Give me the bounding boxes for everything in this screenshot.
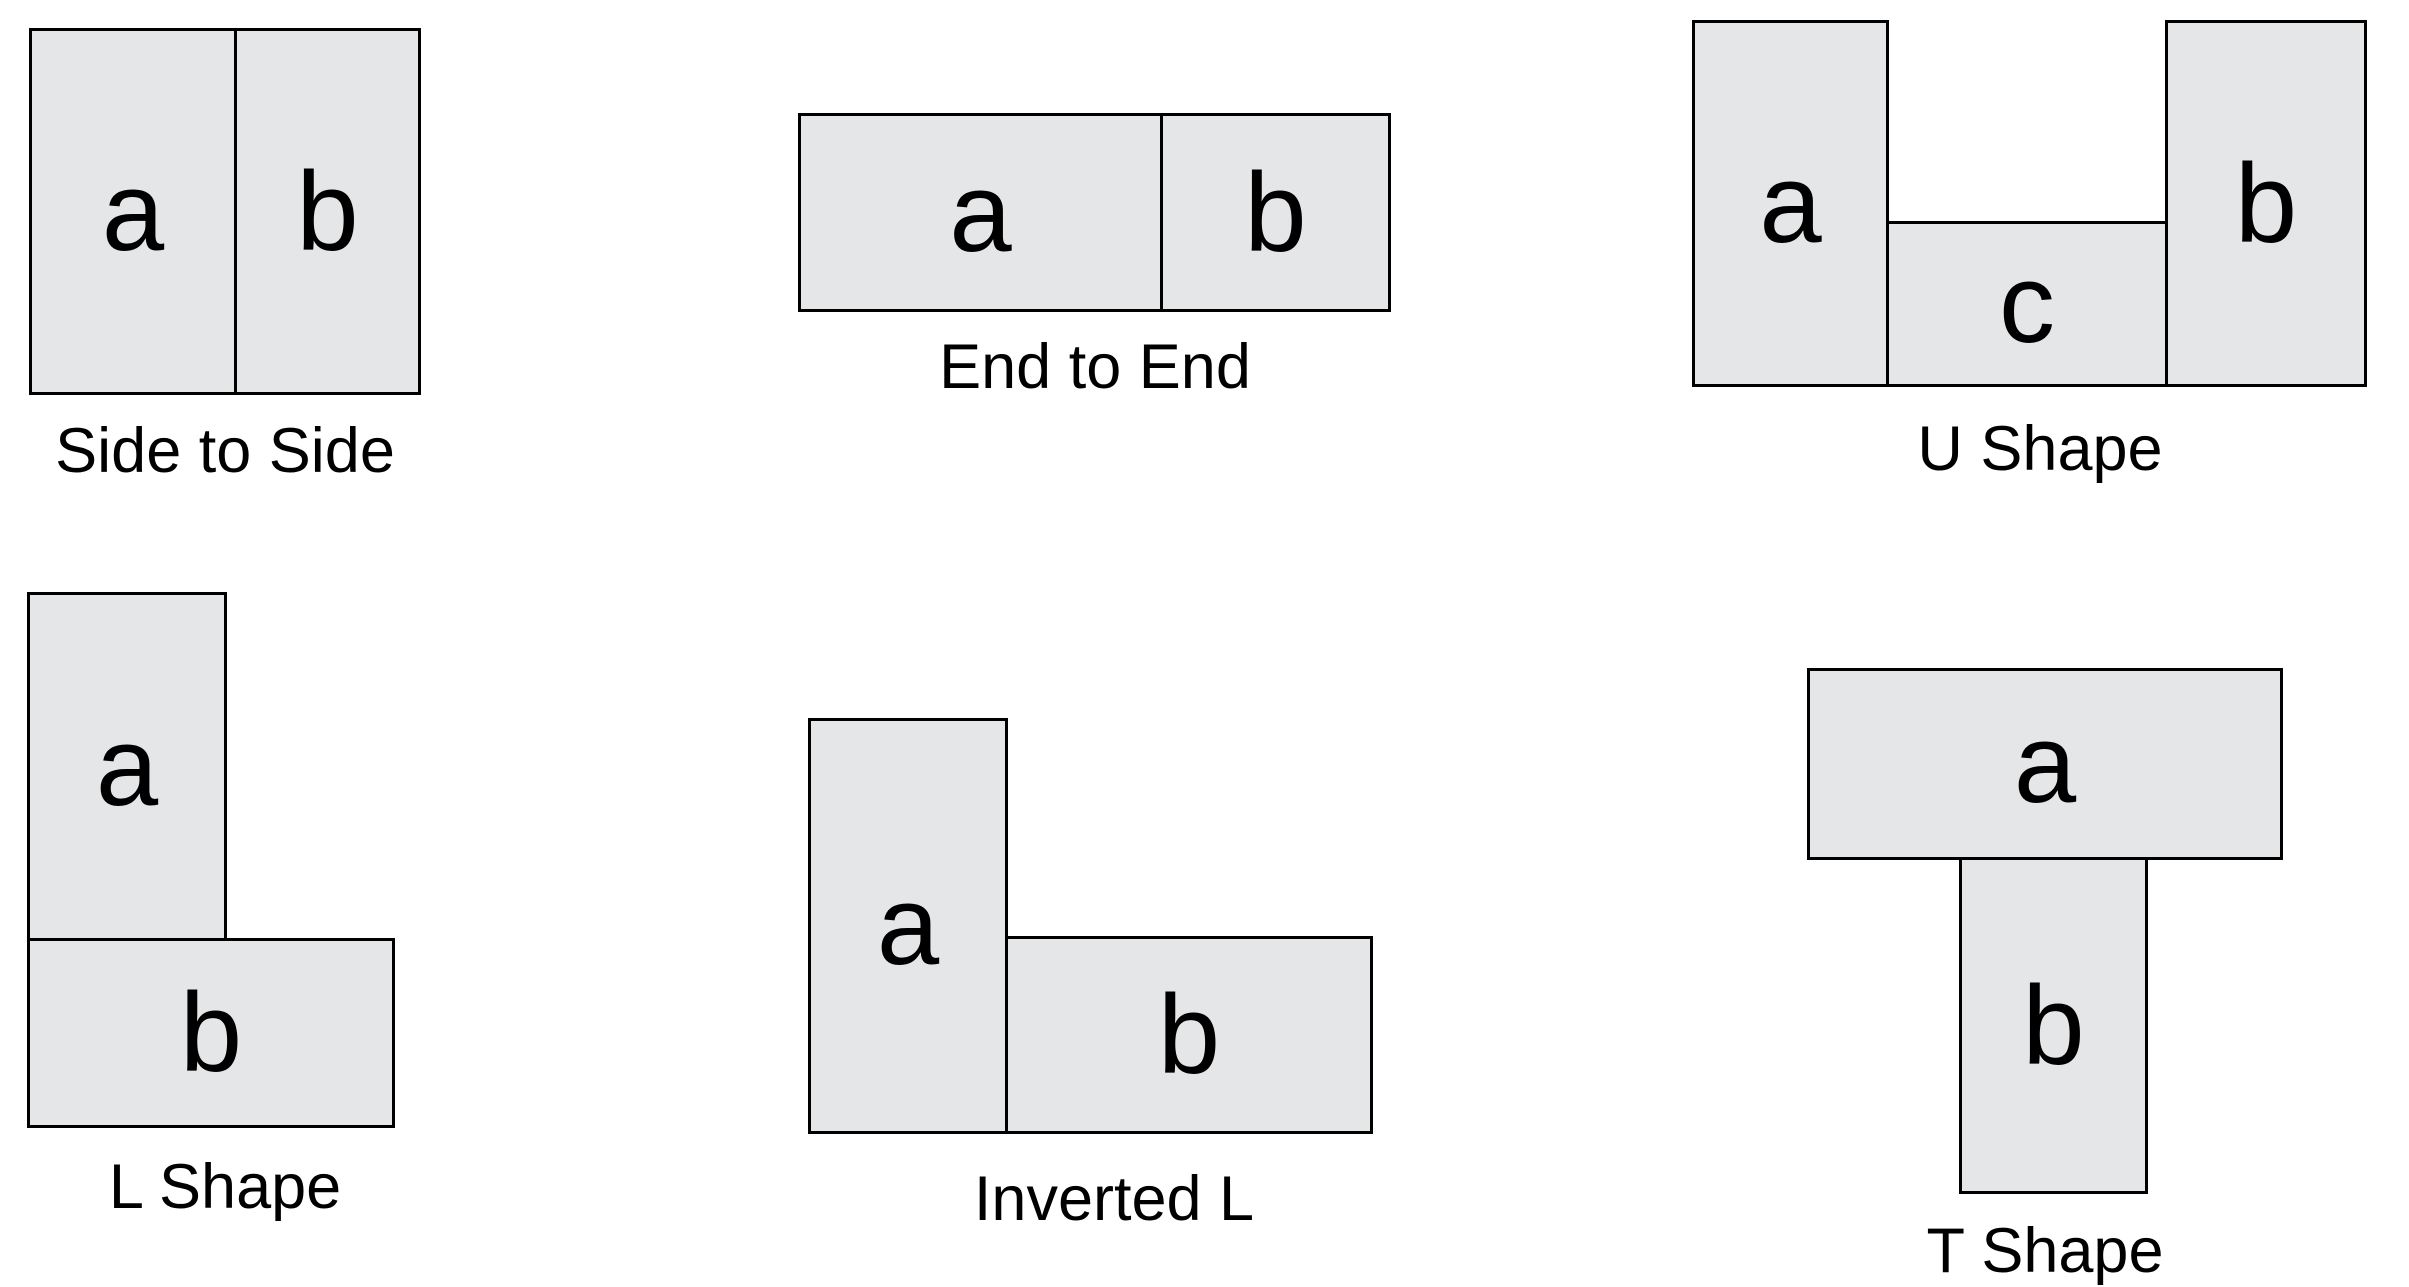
rect-a: a xyxy=(808,718,1008,1134)
rect-a: a xyxy=(1807,668,2283,860)
rect-b: b xyxy=(234,28,421,395)
rect-a: a xyxy=(27,592,227,941)
rect-a: a xyxy=(1692,20,1889,387)
figure-caption: U Shape xyxy=(1917,414,2163,484)
rect-a: a xyxy=(29,28,237,395)
figure-caption: T Shape xyxy=(1926,1216,2164,1286)
figure-caption: L Shape xyxy=(108,1152,342,1222)
figure-caption: End to End xyxy=(939,332,1251,402)
rect-b: b xyxy=(1005,936,1373,1134)
figure-caption: Side to Side xyxy=(55,416,395,486)
rect-a: a xyxy=(798,113,1163,312)
rect-b: b xyxy=(27,938,395,1128)
figure-caption: Inverted L xyxy=(973,1164,1255,1234)
rect-c: c xyxy=(1886,221,2168,387)
rect-b: b xyxy=(1959,857,2148,1194)
rect-b: b xyxy=(2165,20,2367,387)
rect-b: b xyxy=(1160,113,1391,312)
